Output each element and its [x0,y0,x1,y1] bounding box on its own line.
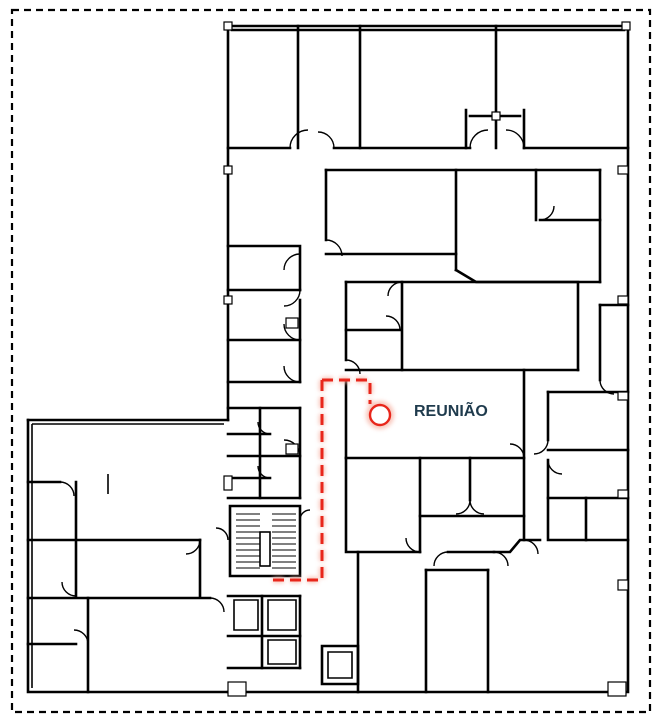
room-label: REUNIÃO [414,400,488,420]
door-swings [59,129,615,645]
structural-columns [223,21,631,697]
building-walls [26,24,630,694]
location-marker-icon [368,403,392,427]
evacuation-route [268,377,394,583]
site-boundary [10,8,652,714]
stair-treads [236,513,296,569]
